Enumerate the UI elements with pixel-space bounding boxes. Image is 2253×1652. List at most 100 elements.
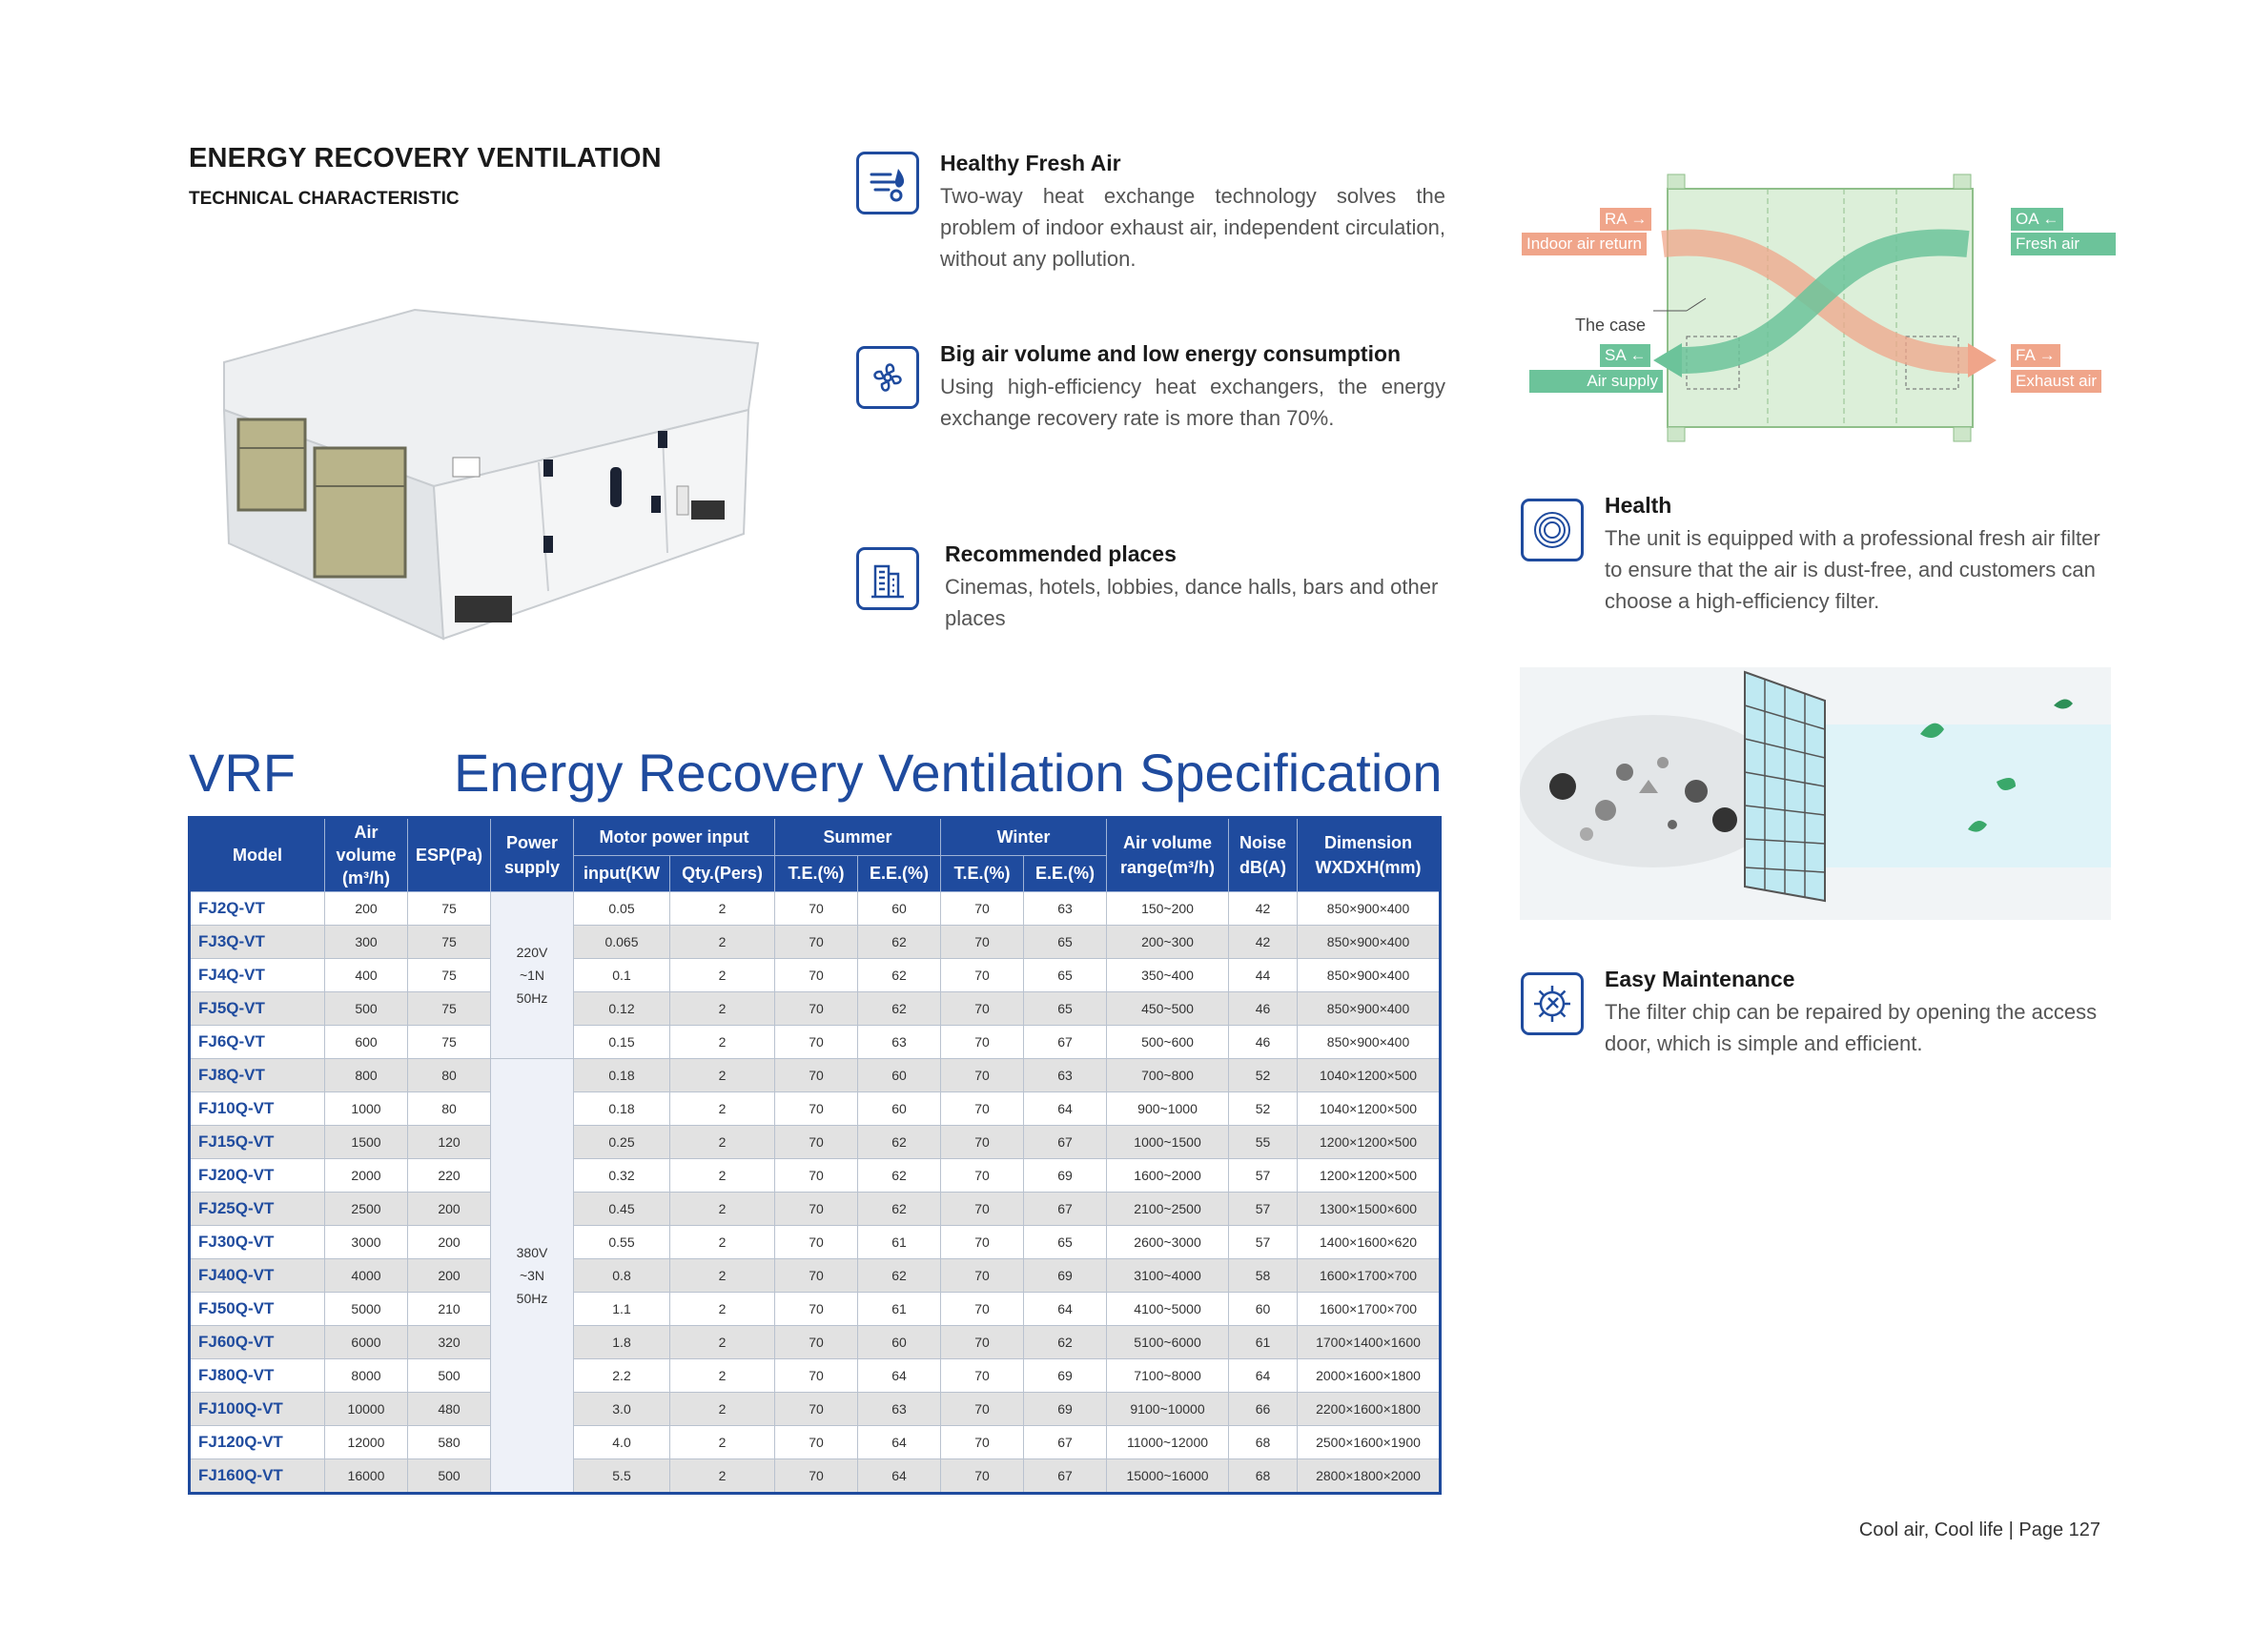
diagram-fa-code: FA → bbox=[2011, 344, 2060, 367]
table-cell: 60 bbox=[857, 1091, 942, 1126]
table-cell: 850×900×400 bbox=[1297, 891, 1442, 926]
table-cell: 70 bbox=[774, 1158, 859, 1193]
table-cell: 70 bbox=[774, 1292, 859, 1326]
table-cell: 3000 bbox=[324, 1225, 408, 1259]
page-footer: Cool air, Cool life | Page 127 bbox=[1858, 1519, 2100, 1540]
table-cell: 350~400 bbox=[1106, 958, 1230, 992]
table-cell: 70 bbox=[774, 1392, 859, 1426]
th-esp: ESP(Pa) bbox=[407, 817, 491, 892]
table-cell: 64 bbox=[857, 1425, 942, 1459]
table-cell: 70 bbox=[940, 1325, 1025, 1359]
table-cell: 800 bbox=[324, 1058, 408, 1092]
feature-text-bigair: Using high-efficiency heat exchangers, t… bbox=[940, 375, 1445, 430]
table-cell: 69 bbox=[1023, 1258, 1108, 1293]
table-cell: 500 bbox=[407, 1458, 491, 1494]
model-cell: FJ25Q-VT bbox=[189, 1192, 325, 1226]
model-cell: FJ6Q-VT bbox=[189, 1025, 325, 1059]
table-cell: 70 bbox=[774, 991, 859, 1026]
table-cell: 57 bbox=[1228, 1192, 1299, 1226]
table-cell: 2 bbox=[668, 1192, 776, 1226]
table-cell: 500~600 bbox=[1106, 1025, 1230, 1059]
table-cell: 3100~4000 bbox=[1106, 1258, 1230, 1293]
table-cell: 65 bbox=[1023, 925, 1108, 959]
table-cell: 1500 bbox=[324, 1125, 408, 1159]
table-cell: 62 bbox=[857, 1258, 942, 1293]
table-cell: 850×900×400 bbox=[1297, 958, 1442, 992]
building-icon bbox=[856, 547, 919, 610]
gear-tools-icon bbox=[1521, 972, 1584, 1035]
table-cell: 2100~2500 bbox=[1106, 1192, 1230, 1226]
filter-rings-icon bbox=[1521, 499, 1584, 561]
model-cell: FJ4Q-VT bbox=[189, 958, 325, 992]
table-cell: 220 bbox=[407, 1158, 491, 1193]
feature-title-bigair: Big air volume and low energy consumptio… bbox=[940, 341, 1402, 366]
table-cell: 1.8 bbox=[573, 1325, 670, 1359]
table-cell: 70 bbox=[774, 1325, 859, 1359]
table-cell: 1400×1600×620 bbox=[1297, 1225, 1442, 1259]
feature-title-maintenance: Easy Maintenance bbox=[1605, 967, 1795, 991]
table-cell: 7100~8000 bbox=[1106, 1358, 1230, 1393]
table-cell: 11000~12000 bbox=[1106, 1425, 1230, 1459]
table-cell: 60 bbox=[857, 891, 942, 926]
table-cell: 64 bbox=[857, 1458, 942, 1494]
table-cell: 55 bbox=[1228, 1125, 1299, 1159]
table-cell: 75 bbox=[407, 991, 491, 1026]
table-cell: 2000×1600×1800 bbox=[1297, 1358, 1442, 1393]
table-cell: 850×900×400 bbox=[1297, 925, 1442, 959]
table-cell: 70 bbox=[940, 1225, 1025, 1259]
table-cell: 210 bbox=[407, 1292, 491, 1326]
table-cell: 700~800 bbox=[1106, 1058, 1230, 1092]
table-cell: 2500 bbox=[324, 1192, 408, 1226]
table-cell: 70 bbox=[774, 958, 859, 992]
table-cell: 16000 bbox=[324, 1458, 408, 1494]
table-cell: 0.065 bbox=[573, 925, 670, 959]
table-cell: 5000 bbox=[324, 1292, 408, 1326]
table-cell: 2 bbox=[668, 1425, 776, 1459]
table-cell: 70 bbox=[774, 1192, 859, 1226]
model-cell: FJ50Q-VT bbox=[189, 1292, 325, 1326]
table-cell: 2600~3000 bbox=[1106, 1225, 1230, 1259]
fan-icon bbox=[856, 346, 919, 409]
table-cell: 2000 bbox=[324, 1158, 408, 1193]
table-cell: 320 bbox=[407, 1325, 491, 1359]
table-cell: 70 bbox=[774, 1058, 859, 1092]
power-supply-line: 50Hz bbox=[516, 1291, 548, 1306]
table-cell: 62 bbox=[1023, 1325, 1108, 1359]
table-cell: 1000 bbox=[324, 1091, 408, 1126]
table-cell: 500 bbox=[324, 991, 408, 1026]
spec-brand: VRF bbox=[189, 743, 296, 803]
table-cell: 4.0 bbox=[573, 1425, 670, 1459]
table-cell: 2 bbox=[668, 925, 776, 959]
model-cell: FJ120Q-VT bbox=[189, 1425, 325, 1459]
table-cell: 70 bbox=[774, 1025, 859, 1059]
table-cell: 600 bbox=[324, 1025, 408, 1059]
table-cell: 70 bbox=[940, 1158, 1025, 1193]
table-cell: 70 bbox=[940, 958, 1025, 992]
table-cell: 4000 bbox=[324, 1258, 408, 1293]
table-cell: 200 bbox=[407, 1258, 491, 1293]
table-cell: 70 bbox=[940, 925, 1025, 959]
table-cell: 62 bbox=[857, 1192, 942, 1226]
table-cell: 0.45 bbox=[573, 1192, 670, 1226]
table-cell: 2 bbox=[668, 1125, 776, 1159]
table-cell: 2 bbox=[668, 1058, 776, 1092]
table-cell: 0.55 bbox=[573, 1225, 670, 1259]
table-cell: 2 bbox=[668, 1325, 776, 1359]
table-cell: 80 bbox=[407, 1058, 491, 1092]
table-cell: 69 bbox=[1023, 1392, 1108, 1426]
table-cell: 0.05 bbox=[573, 891, 670, 926]
table-cell: 60 bbox=[857, 1058, 942, 1092]
feature-title-health: Health bbox=[1605, 493, 1672, 518]
table-cell: 850×900×400 bbox=[1297, 1025, 1442, 1059]
table-cell: 75 bbox=[407, 958, 491, 992]
diagram-ra-label: Indoor air return bbox=[1522, 233, 1647, 255]
